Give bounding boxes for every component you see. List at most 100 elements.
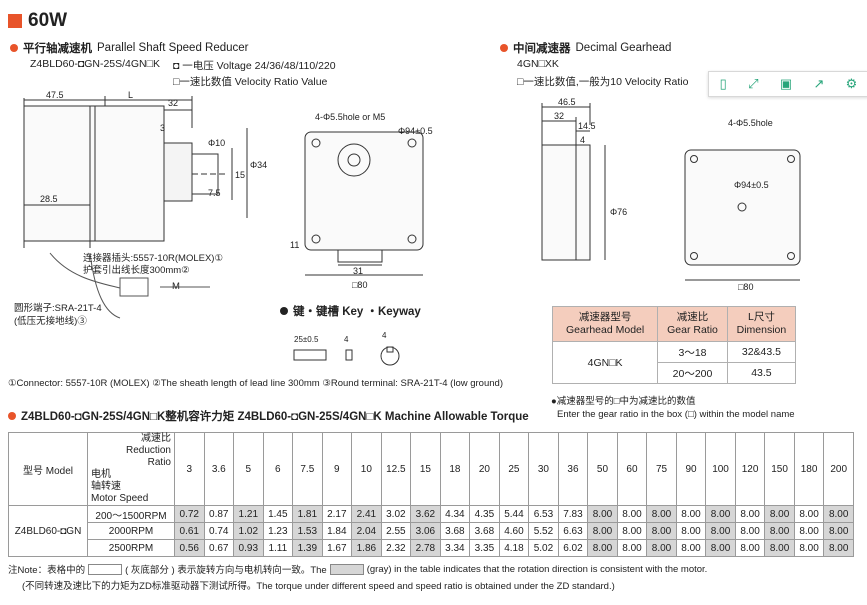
dim-47-5: 47.5 xyxy=(46,90,64,100)
torque-cell: 8.00 xyxy=(734,522,766,540)
torque-cell: 2.04 xyxy=(351,522,382,540)
torque-cell: 8.00 xyxy=(587,522,618,540)
key-width: 4 xyxy=(344,335,349,344)
torque-cell: 0.74 xyxy=(203,522,235,540)
torque-cell: 8.00 xyxy=(587,539,618,557)
bullet-icon xyxy=(8,412,16,420)
dim-phi10: Φ10 xyxy=(208,138,225,148)
gh-model-cell: 4GN□K xyxy=(551,341,659,384)
torque-cell: 8.00 xyxy=(616,505,648,523)
dim-32: 32 xyxy=(168,98,178,108)
torque-cell: 8.00 xyxy=(793,522,825,540)
torque-cell: 1.02 xyxy=(233,522,264,540)
torque-cell: 3.35 xyxy=(469,539,500,557)
ratio-header: 30 xyxy=(528,432,559,506)
hole-label: 4-Φ5.5hole or M5 xyxy=(315,112,385,122)
dim-phi34: Φ34 xyxy=(250,160,267,170)
torque-cell: 0.87 xyxy=(203,505,235,523)
expand-icon[interactable]: ⤢ xyxy=(748,76,759,91)
torque-heading: Z4BLD60-◘GN-25S/4GN□K整机容许力矩 Z4BLD60-◘GN-… xyxy=(8,408,529,424)
ratio-header: 60 xyxy=(616,432,648,506)
ratio-header: 50 xyxy=(587,432,618,506)
tablet-icon[interactable]: ▯ xyxy=(719,76,727,91)
ratio-header: 10 xyxy=(351,432,382,506)
ratio-header: 5 xyxy=(233,432,264,506)
dim-31: 31 xyxy=(353,266,363,276)
front-view-drawing: 4-Φ5.5hole or M5 Φ94±0.5 11 31 □80 xyxy=(290,112,433,290)
torque-cell: 1.81 xyxy=(292,505,323,523)
torque-cell: 4.60 xyxy=(498,522,530,540)
white-swatch-icon xyxy=(88,563,123,575)
torque-cell: 7.83 xyxy=(557,505,589,523)
bullet-icon xyxy=(280,307,288,315)
ratio-header: 75 xyxy=(646,432,677,506)
terminal-note: (低压无接地线)③ xyxy=(14,316,87,327)
page-title: 60W xyxy=(8,10,67,32)
dim-L: L xyxy=(128,90,133,100)
dim-4: 4 xyxy=(580,135,585,145)
torque-cell: 2.78 xyxy=(410,539,441,557)
torque-cell: 1.39 xyxy=(292,539,323,557)
torque-cell: 1.67 xyxy=(321,539,353,557)
right-ratio-text: □一速比数值,一般为10 Velocity Ratio xyxy=(517,76,689,88)
torque-cell: 2.17 xyxy=(321,505,353,523)
ratio-header: 25 xyxy=(498,432,530,506)
torque-note-1: 注Note：表格中的 ( 灰底部分 ) 表示旋转方向与电机转向一致。The (g… xyxy=(8,563,708,576)
torque-cell: 8.00 xyxy=(764,522,795,540)
settings-icon[interactable]: ⚙ xyxy=(845,76,858,91)
torque-cell: 6.63 xyxy=(557,522,589,540)
right-model: 4GN□XK xyxy=(517,58,559,70)
keyway-width: 4 xyxy=(382,331,387,340)
torque-cell: 0.93 xyxy=(233,539,264,557)
torque-cell: 8.00 xyxy=(705,505,736,523)
right-section-heading: 中间减速器 Decimal Gearhead xyxy=(500,40,671,56)
ratio-header: 100 xyxy=(705,432,736,506)
dim-7-5: 7.5 xyxy=(208,188,221,198)
dim-11: 11 xyxy=(290,240,299,250)
torque-cell: 8.00 xyxy=(646,539,677,557)
connector-label: 连接器插头:5557-10R(MOLEX)① xyxy=(83,253,223,264)
ratio-header: 12.5 xyxy=(380,432,412,506)
dim-32r: 32 xyxy=(554,111,564,121)
ratio-header: 6 xyxy=(262,432,294,506)
gear-pcd-label: Φ94±0.5 xyxy=(734,180,769,190)
torque-cell: 5.44 xyxy=(498,505,530,523)
torque-cell: 1.84 xyxy=(321,522,353,540)
terminal-label: 圆形端子:SRA-21T-4 xyxy=(14,303,102,314)
side-view-drawing: 47.5 L 32 3 28.5 15 Φ34 Φ10 7.5 xyxy=(23,90,267,319)
table-row: 4GN□K 3～18 32&43.5 xyxy=(551,341,797,384)
save-icon[interactable]: ▣ xyxy=(779,76,793,91)
dim-46-5: 46.5 xyxy=(558,97,576,107)
torque-cell: 1.21 xyxy=(233,505,264,523)
gear-note-en: Enter the gear ratio in the box (□) with… xyxy=(557,409,795,420)
torque-cell: 1.23 xyxy=(262,522,294,540)
torque-cell: 3.62 xyxy=(410,505,441,523)
pcd-label: Φ94±0.5 xyxy=(398,126,433,136)
torque-cell: 0.56 xyxy=(174,539,205,557)
torque-cell: 8.00 xyxy=(705,522,736,540)
torque-cell: 4.34 xyxy=(439,505,471,523)
ratio-header: 36 xyxy=(557,432,589,506)
ratio-text: □一速比数值 Velocity Ratio Value xyxy=(173,76,328,88)
dim-28-5: 28.5 xyxy=(40,194,58,204)
torque-cell: 8.00 xyxy=(734,505,766,523)
share-icon[interactable]: ↗ xyxy=(813,76,825,91)
floating-toolbar: ▯ ⤢ ▣ ↗ ⚙ xyxy=(708,71,867,97)
ratio-header: 3 xyxy=(174,432,205,506)
bullet-icon xyxy=(500,44,508,52)
torque-cell: 5.02 xyxy=(528,539,559,557)
left-section-heading: 平行轴减速机 Parallel Shaft Speed Reducer xyxy=(10,40,249,56)
ratio-header: 3.6 xyxy=(203,432,235,506)
dim-14-5: 14.5 xyxy=(578,121,596,131)
ratio-header: 180 xyxy=(793,432,825,506)
table-row: 20～200 43.5 xyxy=(553,362,797,384)
ratio-header: 18 xyxy=(439,432,471,506)
ratio-header: 20 xyxy=(469,432,500,506)
connector-footnote: ①Connector: 5557-10R (MOLEX) ②The sheath… xyxy=(8,378,503,389)
torque-cell: 8.00 xyxy=(616,539,648,557)
speed-cell: 200～1500RPM xyxy=(87,505,175,523)
